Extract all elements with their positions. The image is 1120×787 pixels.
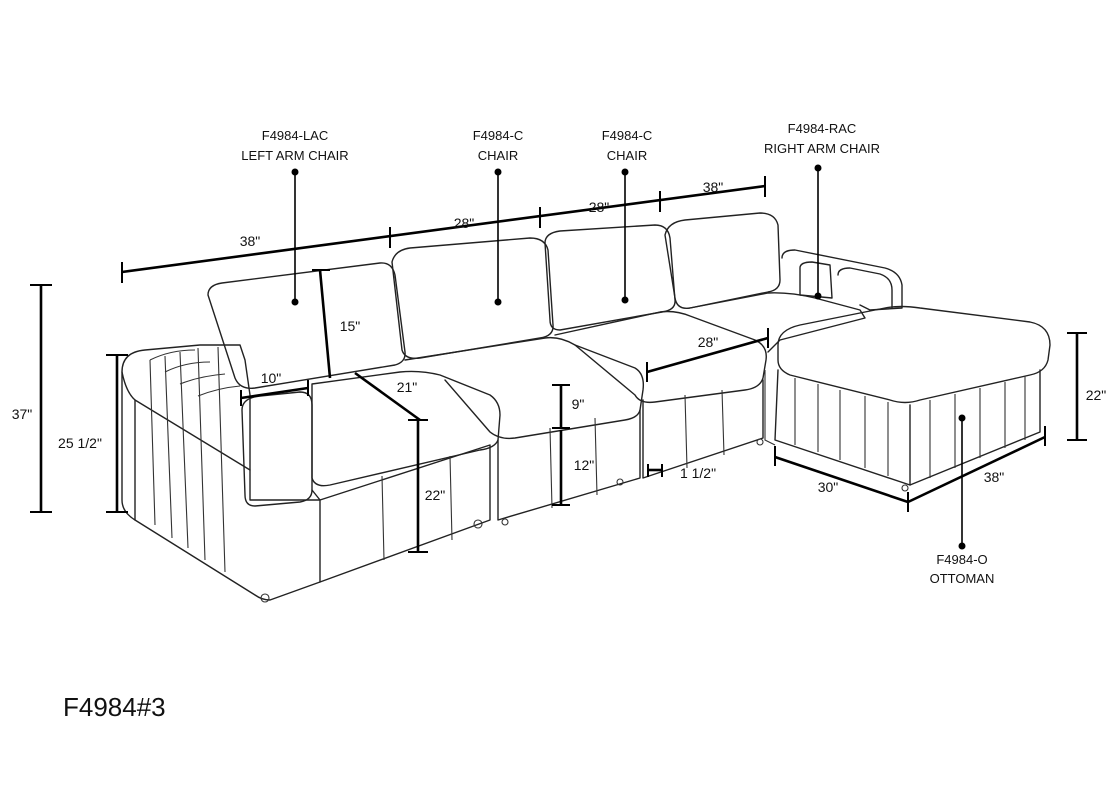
chair2-width-label: 28": [589, 199, 610, 215]
chair1-name-label: CHAIR: [478, 148, 518, 163]
rac-name-label: RIGHT ARM CHAIR: [764, 141, 880, 156]
ottoman-height-label: 22": [1086, 387, 1107, 403]
dimension-labels: 38" 28" 28" 38" 37" 25 1/2" 15" 10" 21" …: [12, 179, 1107, 503]
chair1-code-label: F4984-C: [473, 128, 524, 143]
rac-width-label: 38": [703, 179, 724, 195]
overall-height-label: 37": [12, 406, 33, 422]
back-height-label: 15": [340, 318, 361, 334]
ottoman-depth-label: 30": [818, 479, 839, 495]
lac-width-label: 38": [240, 233, 261, 249]
model-code: F4984#3: [63, 692, 166, 722]
chair1-width-label: 28": [454, 215, 475, 231]
ottoman-name-label: OTTOMAN: [930, 571, 995, 586]
cushion-thickness-label: 9": [572, 396, 585, 412]
component-leaders: [291, 164, 966, 550]
rac-code-label: F4984-RAC: [788, 121, 857, 136]
ottoman-width-label: 38": [984, 469, 1005, 485]
component-labels: F4984-LAC LEFT ARM CHAIR F4984-C CHAIR F…: [241, 121, 994, 586]
ottoman-code-label: F4984-O: [936, 552, 987, 567]
rac-seat-width-label: 28": [698, 334, 719, 350]
arm-height-label: 25 1/2": [58, 435, 102, 451]
arm-width-label: 10": [261, 370, 282, 386]
dimension-lines: [30, 176, 1087, 553]
leg-height-label: 1 1/2": [680, 465, 716, 481]
base-height-label: 12": [574, 457, 595, 473]
lac-code-label: F4984-LAC: [262, 128, 328, 143]
seat-depth-label: 21": [397, 379, 418, 395]
chair2-code-label: F4984-C: [602, 128, 653, 143]
chair2-name-label: CHAIR: [607, 148, 647, 163]
sofa-drawing: [121, 212, 1051, 603]
lac-name-label: LEFT ARM CHAIR: [241, 148, 348, 163]
seat-height-label: 22": [425, 487, 446, 503]
